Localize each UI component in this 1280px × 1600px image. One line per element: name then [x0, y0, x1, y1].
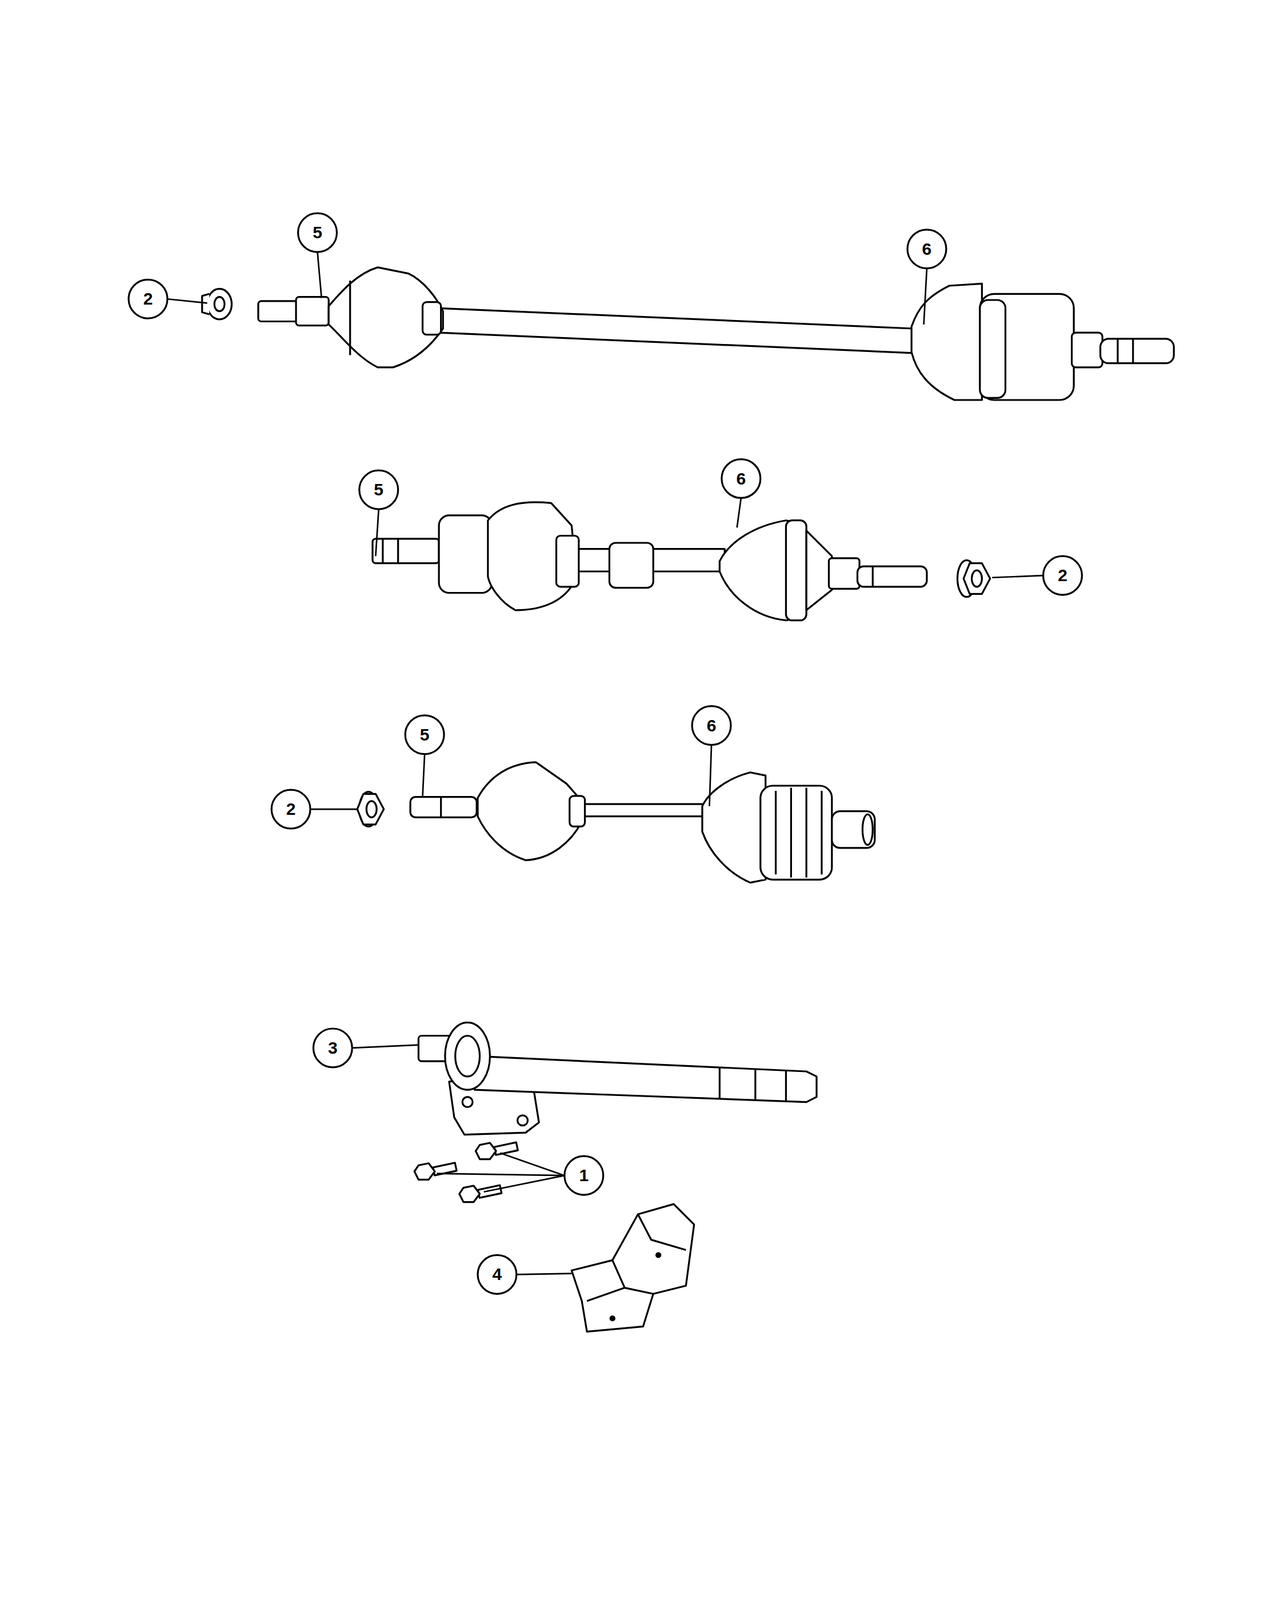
- callout-number: 2: [286, 800, 296, 818]
- callout-number: 3: [328, 1039, 338, 1057]
- callout-number: 5: [420, 726, 430, 744]
- callout-number: 5: [312, 224, 323, 242]
- intermediate-shaft: [414, 1022, 817, 1332]
- callout-number: 4: [492, 1265, 503, 1283]
- callout-number: 6: [706, 717, 717, 735]
- leader-lines: [167, 252, 1044, 1275]
- callout-number: 2: [143, 290, 154, 308]
- callout-number: 2: [1057, 566, 1068, 584]
- callout-number: 1: [578, 1166, 589, 1184]
- callout-number: 6: [736, 470, 746, 488]
- damper-axle: [372, 502, 991, 621]
- callout-number: 6: [922, 240, 932, 258]
- short-axle: [357, 762, 875, 883]
- callout-circles: [128, 213, 1082, 1294]
- callout-number: 5: [373, 481, 384, 499]
- long-axle: [202, 267, 1175, 400]
